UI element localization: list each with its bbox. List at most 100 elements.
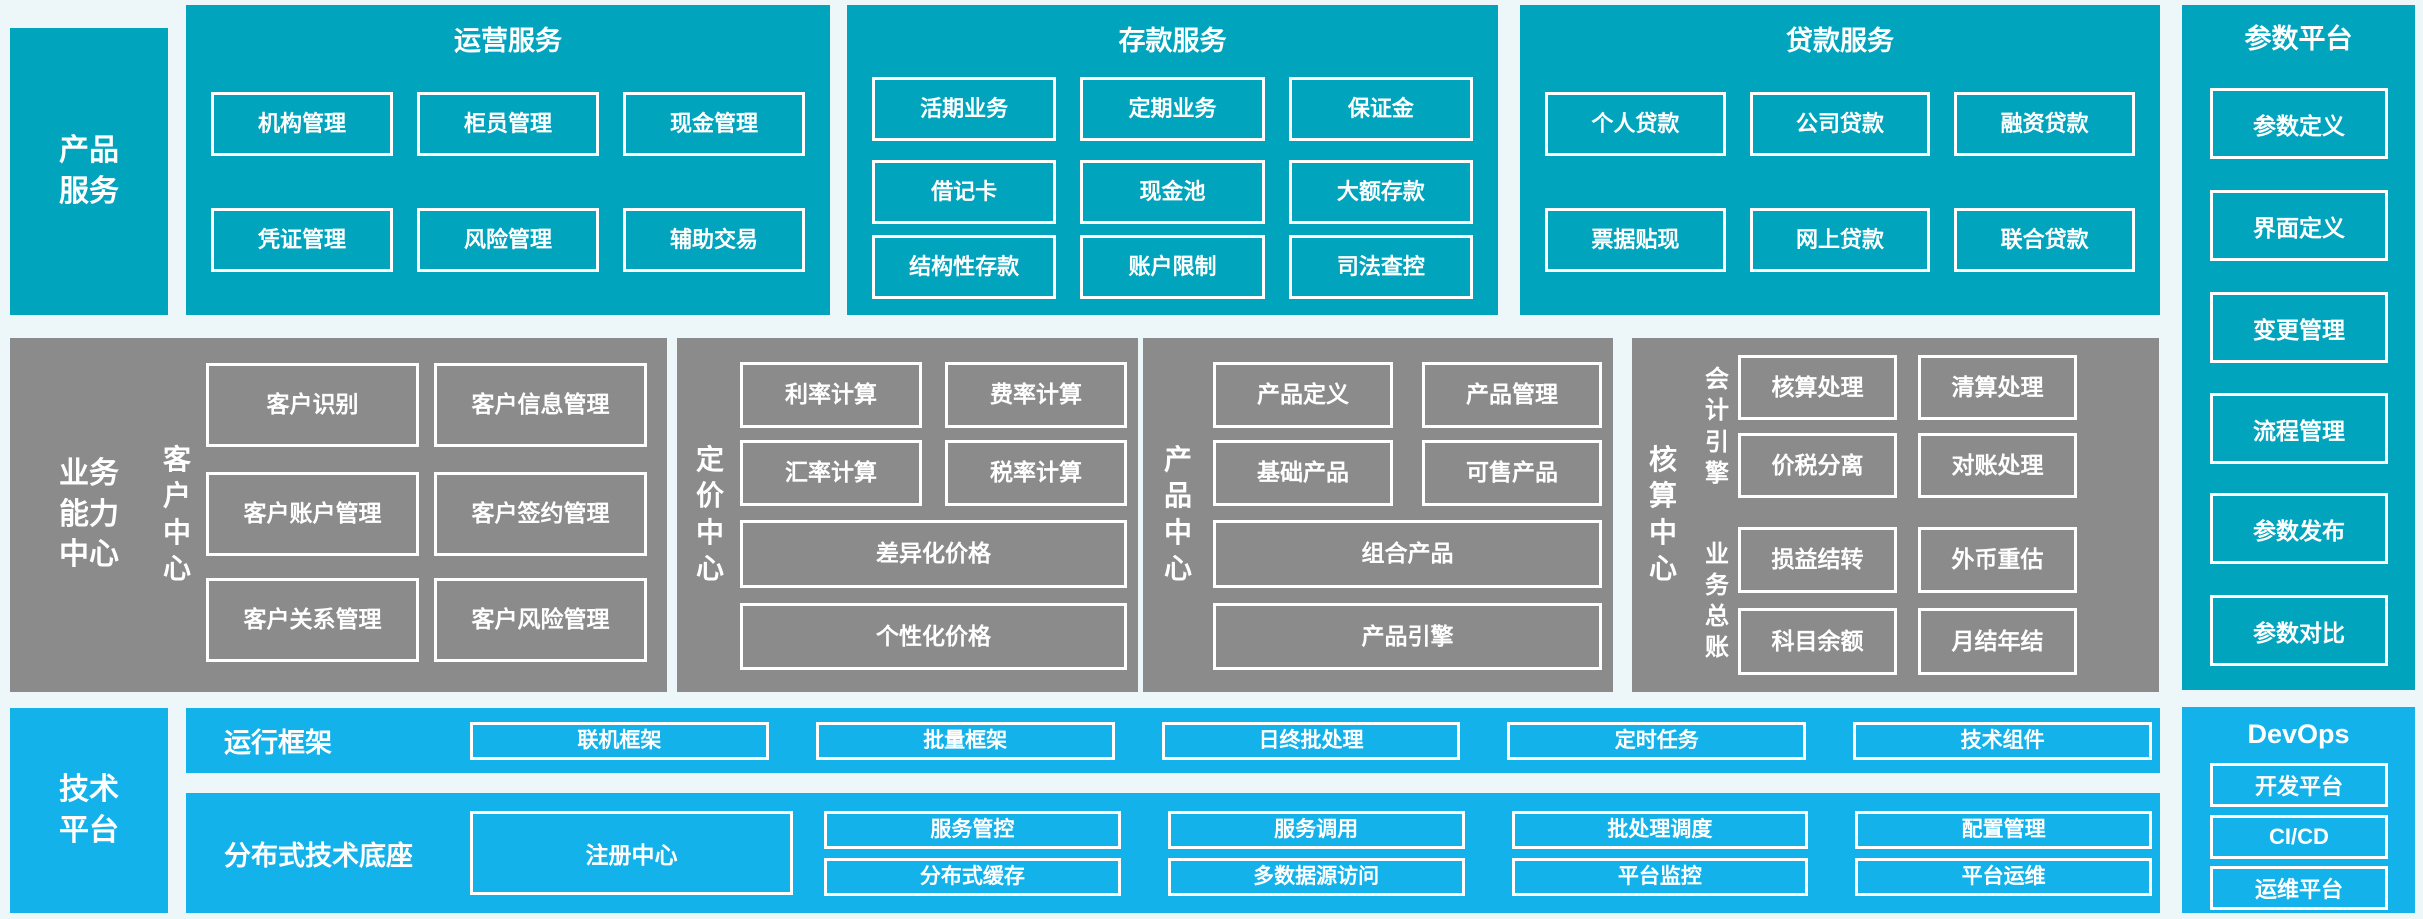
item-customer-account-mgmt: 客户账户管理 xyxy=(206,472,419,556)
distributed-col-2: 服务调用 多数据源访问 xyxy=(1167,810,1465,896)
item-sellable-product: 可售产品 xyxy=(1422,440,1602,506)
pricing-center-title: 定价中心 xyxy=(695,444,724,585)
sidebar-product-services-label: 产品服务 xyxy=(59,134,119,208)
item-institution-mgmt: 机构管理 xyxy=(211,92,393,156)
panel-devops: DevOps 开发平台 CI/CD 运维平台 xyxy=(2182,707,2415,913)
item-cash-pool: 现金池 xyxy=(1080,160,1265,224)
item-batch-framework: 批量框架 xyxy=(815,721,1115,760)
accounting-engine-group-label: 会计引擎 xyxy=(1705,366,1729,487)
item-clearing-processing: 清算处理 xyxy=(1918,355,2077,420)
distributed-col-3: 批处理调度 平台监控 xyxy=(1511,810,1809,896)
panel-pricing-center: 定价中心 利率计算 费率计算 汇率计算 税率计算 差异化价格 个性化价格 xyxy=(677,338,1138,692)
item-period-end-closing: 月结年结 xyxy=(1918,608,2077,675)
item-tax-rate-calc: 税率计算 xyxy=(945,440,1127,506)
item-param-compare: 参数对比 xyxy=(2210,595,2388,666)
item-differentiated-pricing: 差异化价格 xyxy=(740,520,1127,588)
customer-center-title: 客户中心 xyxy=(162,444,191,585)
item-account-restriction: 账户限制 xyxy=(1080,235,1265,299)
item-teller-mgmt: 柜员管理 xyxy=(417,92,599,156)
item-tech-component: 技术组件 xyxy=(1853,721,2152,760)
item-param-release: 参数发布 xyxy=(2210,493,2388,564)
item-online-framework: 联机框架 xyxy=(470,721,769,760)
accounting-center-title: 核算中心 xyxy=(1648,444,1677,585)
item-process-mgmt: 流程管理 xyxy=(2210,393,2388,464)
sidebar-tech-platform: 技术平台 xyxy=(10,708,168,913)
panel-deposit-services: 存款服务 活期业务 定期业务 保证金 借记卡 现金池 大额存款 结构性存款 账户… xyxy=(847,5,1498,315)
item-platform-monitoring: 平台监控 xyxy=(1511,857,1809,896)
operation-services-title: 运营服务 xyxy=(454,26,562,56)
item-cicd: CI/CD xyxy=(2210,815,2388,859)
sidebar-business-capability-label: 业务能力中心 xyxy=(59,457,119,572)
item-personalized-pricing: 个性化价格 xyxy=(740,603,1127,670)
item-registry-center: 注册中心 xyxy=(470,811,793,895)
item-platform-ops: 平台运维 xyxy=(1855,857,2152,896)
runtime-framework-label: 运行框架 xyxy=(224,728,332,758)
item-customer-relation-mgmt: 客户关系管理 xyxy=(206,578,419,662)
item-multi-datasource-access: 多数据源访问 xyxy=(1167,857,1465,896)
item-ui-definition: 界面定义 xyxy=(2210,190,2388,261)
business-ledger-group-label: 业务总账 xyxy=(1705,540,1729,662)
item-fee-rate-calc: 费率计算 xyxy=(945,362,1127,428)
distributed-base-label: 分布式技术底座 xyxy=(224,840,413,871)
item-personal-loan: 个人贷款 xyxy=(1545,92,1726,156)
item-customer-info-mgmt: 客户信息管理 xyxy=(434,363,647,447)
item-risk-mgmt: 风险管理 xyxy=(417,208,599,272)
item-voucher-mgmt: 凭证管理 xyxy=(211,208,393,272)
item-eod-batch: 日终批处理 xyxy=(1161,721,1461,760)
panel-accounting-center: 核算中心 会计引擎 业务总账 核算处理 清算处理 价税分离 对账处理 损益结转 … xyxy=(1632,338,2159,692)
sidebar-tech-platform-label: 技术平台 xyxy=(59,773,119,847)
item-subject-balance: 科目余额 xyxy=(1738,608,1897,675)
item-ops-platform: 运维平台 xyxy=(2210,866,2388,910)
item-cash-mgmt: 现金管理 xyxy=(623,92,805,156)
item-dev-platform: 开发平台 xyxy=(2210,763,2388,807)
item-param-definition: 参数定义 xyxy=(2210,88,2388,159)
sidebar-business-capability: 业务能力中心 xyxy=(10,338,168,692)
item-debit-card: 借记卡 xyxy=(872,160,1057,224)
product-center-title: 产品中心 xyxy=(1163,444,1192,585)
loan-services-title: 贷款服务 xyxy=(1786,26,1894,56)
item-product-definition: 产品定义 xyxy=(1213,362,1393,428)
devops-title: DevOps xyxy=(2247,719,2350,749)
item-large-deposit: 大额存款 xyxy=(1288,160,1473,224)
distributed-col-4: 配置管理 平台运维 xyxy=(1855,810,2152,896)
panel-operation-services: 运营服务 机构管理 柜员管理 现金管理 凭证管理 风险管理 辅助交易 xyxy=(186,5,830,315)
item-product-engine: 产品引擎 xyxy=(1213,603,1602,670)
item-fx-revaluation: 外币重估 xyxy=(1918,527,2077,593)
item-composite-product: 组合产品 xyxy=(1213,520,1602,588)
item-pnl-carryover: 损益结转 xyxy=(1738,527,1897,593)
item-time-deposit: 定期业务 xyxy=(1080,77,1265,141)
item-syndicated-loan: 联合贷款 xyxy=(1954,208,2136,272)
item-bill-discount: 票据贴现 xyxy=(1545,208,1726,272)
panel-runtime-framework: 运行框架 联机框架 批量框架 日终批处理 定时任务 技术组件 xyxy=(186,708,2160,773)
item-distributed-cache: 分布式缓存 xyxy=(824,857,1121,896)
item-demand-deposit: 活期业务 xyxy=(872,77,1057,141)
panel-customer-center: 客户中心 客户识别 客户信息管理 客户账户管理 客户签约管理 客户关系管理 客户… xyxy=(142,338,667,692)
item-customer-identification: 客户识别 xyxy=(206,363,419,447)
panel-product-center: 产品中心 产品定义 产品管理 基础产品 可售产品 组合产品 产品引擎 xyxy=(1143,338,1613,692)
item-change-mgmt: 变更管理 xyxy=(2210,292,2388,363)
item-reconciliation-processing: 对账处理 xyxy=(1918,433,2077,498)
item-judicial-control: 司法查控 xyxy=(1288,235,1473,299)
item-financing-loan: 融资贷款 xyxy=(1954,92,2136,156)
item-basic-product: 基础产品 xyxy=(1213,440,1393,506)
item-batch-scheduling: 批处理调度 xyxy=(1511,810,1809,849)
item-config-mgmt: 配置管理 xyxy=(1855,810,2152,849)
item-service-invocation: 服务调用 xyxy=(1167,810,1465,849)
item-exchange-rate-calc: 汇率计算 xyxy=(740,440,922,506)
deposit-services-title: 存款服务 xyxy=(1118,26,1227,56)
item-service-governance: 服务管控 xyxy=(824,810,1121,849)
panel-parameter-platform: 参数平台 参数定义 界面定义 变更管理 流程管理 参数发布 参数对比 xyxy=(2182,5,2415,690)
item-interest-rate-calc: 利率计算 xyxy=(740,362,922,428)
item-accounting-processing: 核算处理 xyxy=(1738,355,1897,420)
item-customer-contract-mgmt: 客户签约管理 xyxy=(434,472,647,556)
item-online-loan: 网上贷款 xyxy=(1749,208,1931,272)
item-auxiliary-transaction: 辅助交易 xyxy=(623,208,805,272)
sidebar-product-services: 产品服务 xyxy=(10,28,168,315)
item-structured-deposit: 结构性存款 xyxy=(872,235,1057,299)
item-corporate-loan: 公司贷款 xyxy=(1749,92,1931,156)
item-customer-risk-mgmt: 客户风险管理 xyxy=(434,578,647,662)
parameter-platform-title: 参数平台 xyxy=(2244,24,2353,54)
item-margin-deposit: 保证金 xyxy=(1288,77,1473,141)
panel-loan-services: 贷款服务 个人贷款 公司贷款 融资贷款 票据贴现 网上贷款 联合贷款 xyxy=(1520,5,2160,315)
